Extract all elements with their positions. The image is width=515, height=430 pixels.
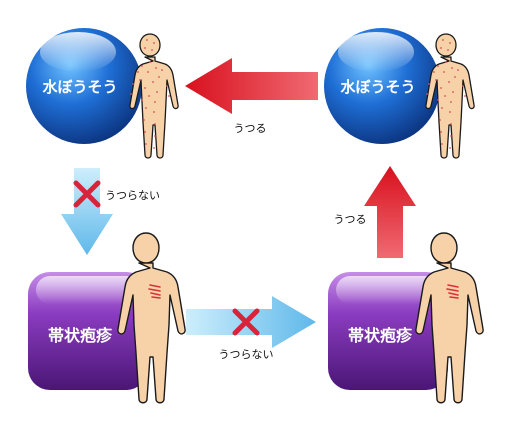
blue-arrow-down-icon (61, 168, 113, 255)
arrow-left-no-transmit: うつらない (61, 168, 160, 255)
varicella-label-left: 水ぼうそう (42, 78, 117, 96)
spotty-person-left-icon (129, 33, 179, 159)
edge-label-top: うつる (234, 122, 267, 135)
arrow-bottom-no-transmit: うつらない (186, 296, 316, 361)
arrow-top-transmits: うつる (185, 58, 318, 135)
rounded-box-left-highlight (36, 276, 140, 304)
shingles-node-left: 帯状疱疹 (28, 232, 186, 404)
varicella-node-left: 水ぼうそう (26, 28, 179, 159)
shingles-node-right: 帯状疱疹 (328, 232, 484, 404)
spotty-person-right-icon (425, 33, 475, 159)
shingles-label-right: 帯状疱疹 (348, 326, 413, 345)
varicella-node-right: 水ぼうそう (324, 28, 475, 159)
edge-label-left: うつらない (105, 189, 160, 202)
red-arrow-up-icon (364, 166, 416, 258)
arrow-right-transmits: うつる (334, 166, 416, 258)
rounded-box-right-highlight (336, 276, 440, 304)
sphere-right-highlight (338, 32, 414, 72)
varicella-label-right: 水ぼうそう (340, 78, 415, 96)
blue-arrow-right-icon (186, 296, 316, 348)
edge-label-bottom: うつらない (219, 348, 274, 361)
edge-label-right: うつる (334, 213, 367, 226)
red-arrow-left-icon (185, 58, 318, 114)
sphere-left-highlight (40, 32, 116, 72)
shingles-label-left: 帯状疱疹 (48, 326, 113, 345)
